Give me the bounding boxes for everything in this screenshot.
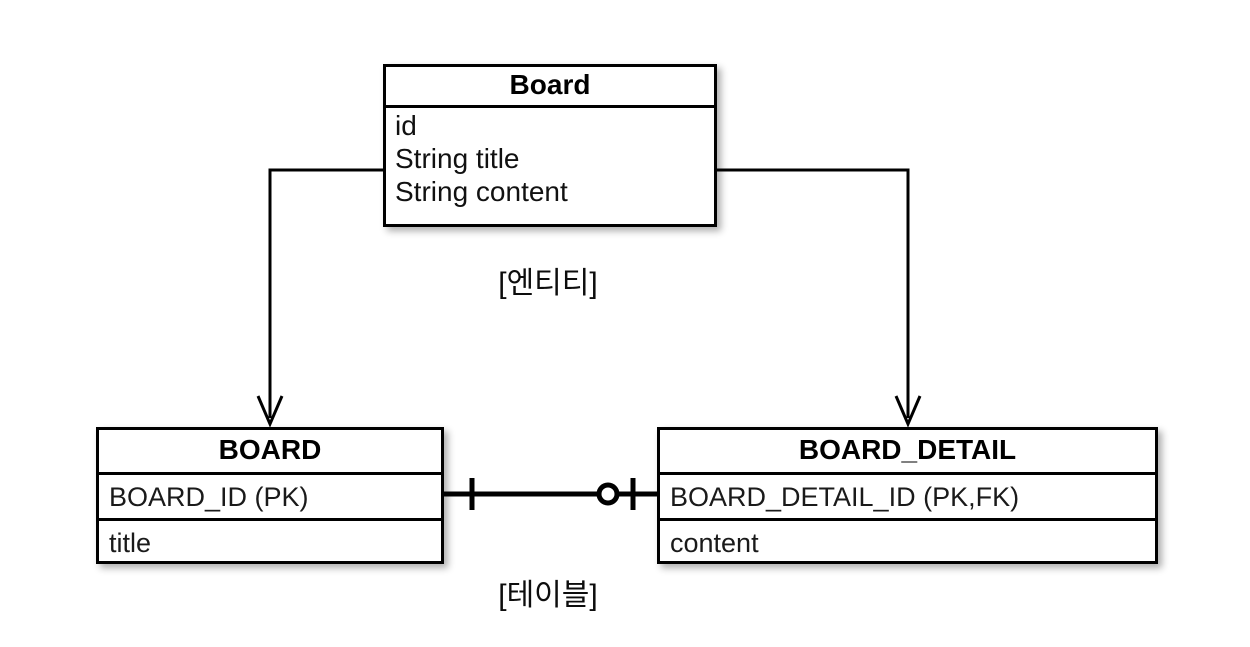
table-column: BOARD_DETAIL_ID (PK,FK) — [660, 472, 1155, 518]
table-box-board[interactable]: BOARD BOARD_ID (PK) title — [96, 427, 444, 564]
table-name: BOARD_DETAIL — [798, 434, 1017, 465]
caption-table: [테이블] — [498, 579, 598, 612]
entity-attribute: String content — [395, 176, 568, 207]
cardinality-zero-circle — [596, 482, 620, 506]
table-name: BOARD — [218, 434, 322, 465]
entity-attribute: id — [395, 110, 417, 141]
entity-box-board[interactable]: Board id String title String content — [383, 64, 717, 227]
table-column: content — [660, 518, 1155, 563]
table-column: title — [99, 518, 441, 563]
entity-attribute-list: id String title String content — [386, 105, 714, 208]
mapping-arrow-board-detail — [717, 168, 922, 428]
table-column: BOARD_ID (PK) — [99, 472, 441, 518]
caption-entity: [엔티티] — [498, 267, 598, 300]
entity-attribute: String title — [395, 143, 520, 174]
table-box-board-detail[interactable]: BOARD_DETAIL BOARD_DETAIL_ID (PK,FK) con… — [657, 427, 1158, 564]
mapping-arrow-board — [256, 168, 383, 428]
entity-name: Board — [509, 69, 591, 100]
relationship-connector — [443, 478, 657, 510]
